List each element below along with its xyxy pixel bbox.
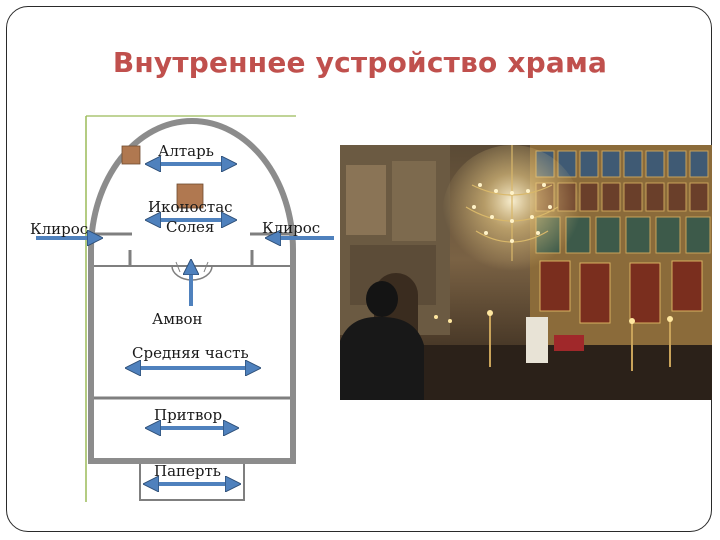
label-ambon: Амвон (152, 310, 203, 328)
porch-outline (139, 464, 245, 501)
altar-table-marker (176, 183, 204, 209)
label-kliros-left: Клирос (30, 220, 89, 238)
label-kliros-right: Клирос (262, 219, 321, 237)
label-middle-part: Средняя часть (132, 344, 249, 362)
label-soleya: Солея (166, 218, 215, 236)
slide-title: Внутреннее устройство храма (112, 46, 608, 79)
label-narthex: Притвор (154, 406, 223, 424)
label-iconostasis: Иконостас (148, 198, 233, 216)
label-porch: Паперть (154, 462, 221, 480)
church-interior-photo (340, 145, 712, 400)
label-altar: Алтарь (158, 142, 214, 160)
altar-marker-small (121, 145, 141, 165)
